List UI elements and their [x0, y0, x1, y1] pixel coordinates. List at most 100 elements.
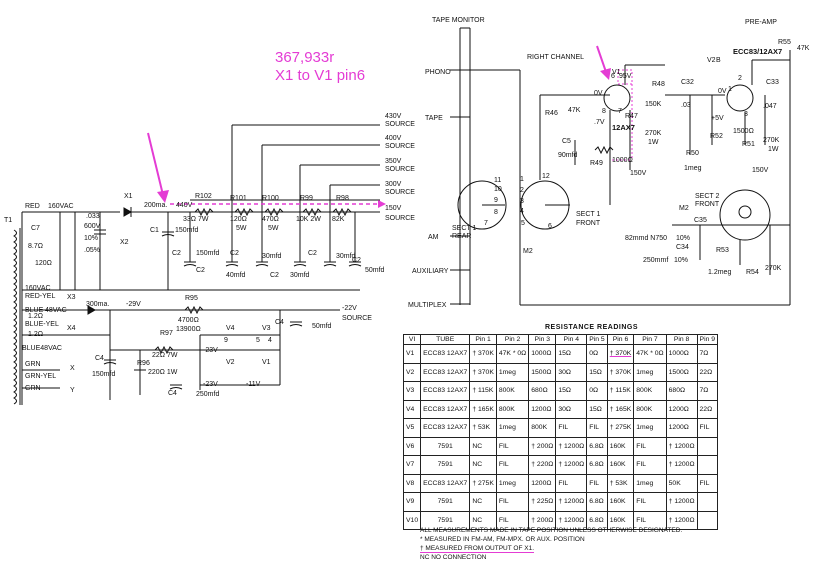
table-cell: FIL — [495, 455, 530, 475]
label-r102-val: 33Ω 7W — [183, 216, 209, 223]
wiring — [13, 27, 791, 405]
table-cell: FIL — [495, 436, 530, 456]
label-300v-source: SOURCE — [385, 189, 415, 196]
label-r52-val: 1500Ω — [733, 128, 754, 135]
table-cell: 680Ω — [665, 381, 698, 401]
label-t1: T1 — [4, 217, 12, 224]
label-blue48: BLUE48VAC — [22, 345, 62, 352]
label-r53-val: 1.2meg — [708, 269, 731, 276]
table-cell: 47K * 0Ω — [633, 344, 667, 364]
label-pin9: 9 — [224, 337, 228, 344]
label-r50-val: 1meg — [684, 165, 702, 172]
table-cell: 22Ω — [696, 362, 719, 382]
label-c4b-val: 250mfd — [196, 391, 219, 398]
label-160vac-b: 160VAC — [25, 285, 51, 292]
label-c4a-val: 150mfd — [92, 371, 115, 378]
label-400v-source: SOURCE — [385, 143, 415, 150]
label-x3: X3 — [67, 294, 76, 301]
label-r100-watt: 5W — [268, 225, 279, 232]
label-n8: 8 — [494, 209, 498, 216]
label-r12a: 1.2Ω — [28, 313, 43, 320]
table-cell: 7591 — [420, 492, 471, 512]
label-r48-val: 150K — [645, 101, 662, 108]
label-r97-val: 22Ω 7W — [152, 352, 178, 359]
label-pin7: 7 — [618, 108, 622, 115]
table-cell: FIL — [696, 418, 719, 438]
header-cell: Pin 7 — [633, 334, 667, 345]
label-preamp: PRE-AMP — [745, 19, 777, 26]
table-cell: 1200Ω — [528, 473, 557, 493]
note-1: ALL MEASUREMENTS MADE IN TAPE POSITION U… — [420, 527, 683, 534]
label-r52: R52 — [710, 133, 723, 140]
label-c32-val: .03 — [681, 102, 691, 109]
label-c33: C33 — [766, 79, 779, 86]
table-cell: ECC83 12AX7 — [420, 344, 471, 364]
label-c2a: C2 — [172, 250, 181, 257]
label-c1-val: 150mfd — [175, 227, 198, 234]
table-cell: † 275K — [469, 473, 497, 493]
table-cell: 1500Ω — [528, 362, 557, 382]
table-cell: † 165K — [606, 399, 635, 419]
table-cell: V10 — [402, 510, 422, 530]
label-red-yel: RED-YEL — [25, 293, 55, 300]
table-cell: 800K — [528, 418, 557, 438]
label-blue-yel: BLUE-YEL — [25, 321, 59, 328]
table-cell: 1meg — [495, 418, 530, 438]
label-n2: 2 — [520, 187, 524, 194]
label-c2c-val: 30mfd — [262, 253, 282, 260]
table-cell: 6.8Ω — [586, 436, 608, 456]
label-v2: V2 — [226, 359, 235, 366]
table-cell: 50K — [665, 473, 698, 493]
label-n3: 3 — [520, 198, 524, 205]
label-minus23v-b: -23V — [203, 381, 218, 388]
table-cell: 1000Ω — [665, 344, 698, 364]
label-c34: C34 — [676, 244, 689, 251]
table-cell: V1 — [402, 344, 422, 364]
annotation-line1: 367,933r — [275, 49, 334, 66]
label-n10: 10 — [494, 186, 502, 193]
table-cell — [696, 492, 719, 512]
table-cell: 22Ω — [696, 399, 719, 419]
label-r12b: 1.2Ω — [28, 331, 43, 338]
label-plus5v: +5V — [711, 115, 724, 122]
label-r47: R47 — [625, 113, 638, 120]
table-cell: 1000Ω — [528, 344, 557, 364]
note-4: NC NO CONNECTION — [420, 554, 487, 561]
label-c2b: C2 — [196, 267, 205, 274]
header-cell: Pin 2 — [495, 334, 530, 345]
table-cell: FIL — [555, 473, 588, 493]
label-pin3: 3 — [744, 111, 748, 118]
table-cell: † 1200Ω — [665, 436, 698, 456]
label-x: X — [70, 365, 75, 372]
table-cell: ECC83 12AX7 — [420, 362, 471, 382]
label-300v: 300V — [385, 181, 402, 188]
table-cell: ECC83 12AX7 — [420, 418, 471, 438]
table-cell: † 200Ω — [528, 510, 557, 530]
table-cell: FIL — [586, 473, 608, 493]
label-r48: R48 — [652, 81, 665, 88]
table-cell — [696, 510, 719, 530]
label-48vac: 48VAC — [45, 307, 67, 314]
table-cell: † 220Ω — [528, 455, 557, 475]
label-y: Y — [70, 387, 75, 394]
label-r51-watt: 1W — [768, 146, 779, 153]
table-cell: 1meg — [495, 473, 530, 493]
label-tube-12ax7: 12AX7 — [612, 123, 635, 132]
label-v2b-b: B — [716, 57, 721, 64]
label-r102: R102 — [195, 193, 212, 200]
label-phono: PHONO — [425, 69, 451, 76]
note-3: † MEASURED FROM OUTPUT OF X1. — [420, 544, 682, 553]
label-n11: 11 — [494, 177, 501, 184]
label-95v: 95V — [619, 73, 632, 80]
table-cell: † 1200Ω — [665, 492, 698, 512]
table-cell: 7Ω — [696, 381, 719, 401]
label-c4c: C4 — [275, 319, 284, 326]
table-cell: † 165K — [469, 399, 497, 419]
table-cell: † 1200Ω — [555, 510, 588, 530]
label-n4: 4 — [520, 208, 524, 215]
label-v4: V4 — [226, 325, 235, 332]
